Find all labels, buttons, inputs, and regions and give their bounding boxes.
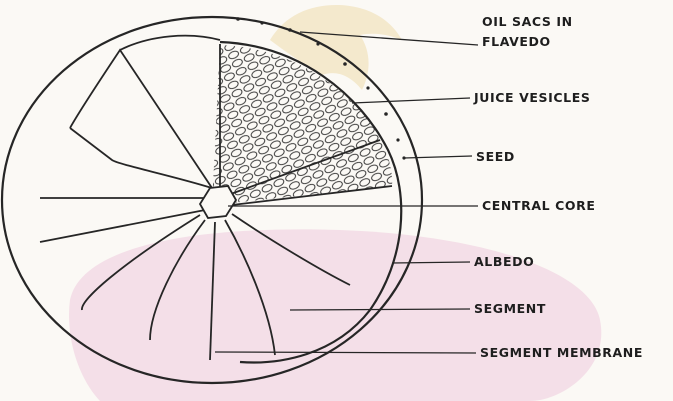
- leader-seed: [404, 156, 472, 158]
- leader-juice-vesicles: [352, 98, 470, 103]
- label-segment: SEGMENT: [474, 301, 546, 316]
- label-oil-sacs-line2: FLAVEDO: [482, 34, 551, 49]
- label-juice-vesicles: JUICE VESICLES: [474, 90, 590, 105]
- label-segment-membrane: SEGMENT MEMBRANE: [480, 345, 643, 360]
- juice-vesicles-region: [205, 40, 400, 210]
- label-oil-sacs-line1: OIL SACS IN: [482, 14, 573, 29]
- central-core: [200, 186, 236, 218]
- label-central-core: CENTRAL CORE: [482, 198, 595, 213]
- label-seed: SEED: [476, 149, 515, 164]
- label-albedo: ALBEDO: [474, 254, 534, 269]
